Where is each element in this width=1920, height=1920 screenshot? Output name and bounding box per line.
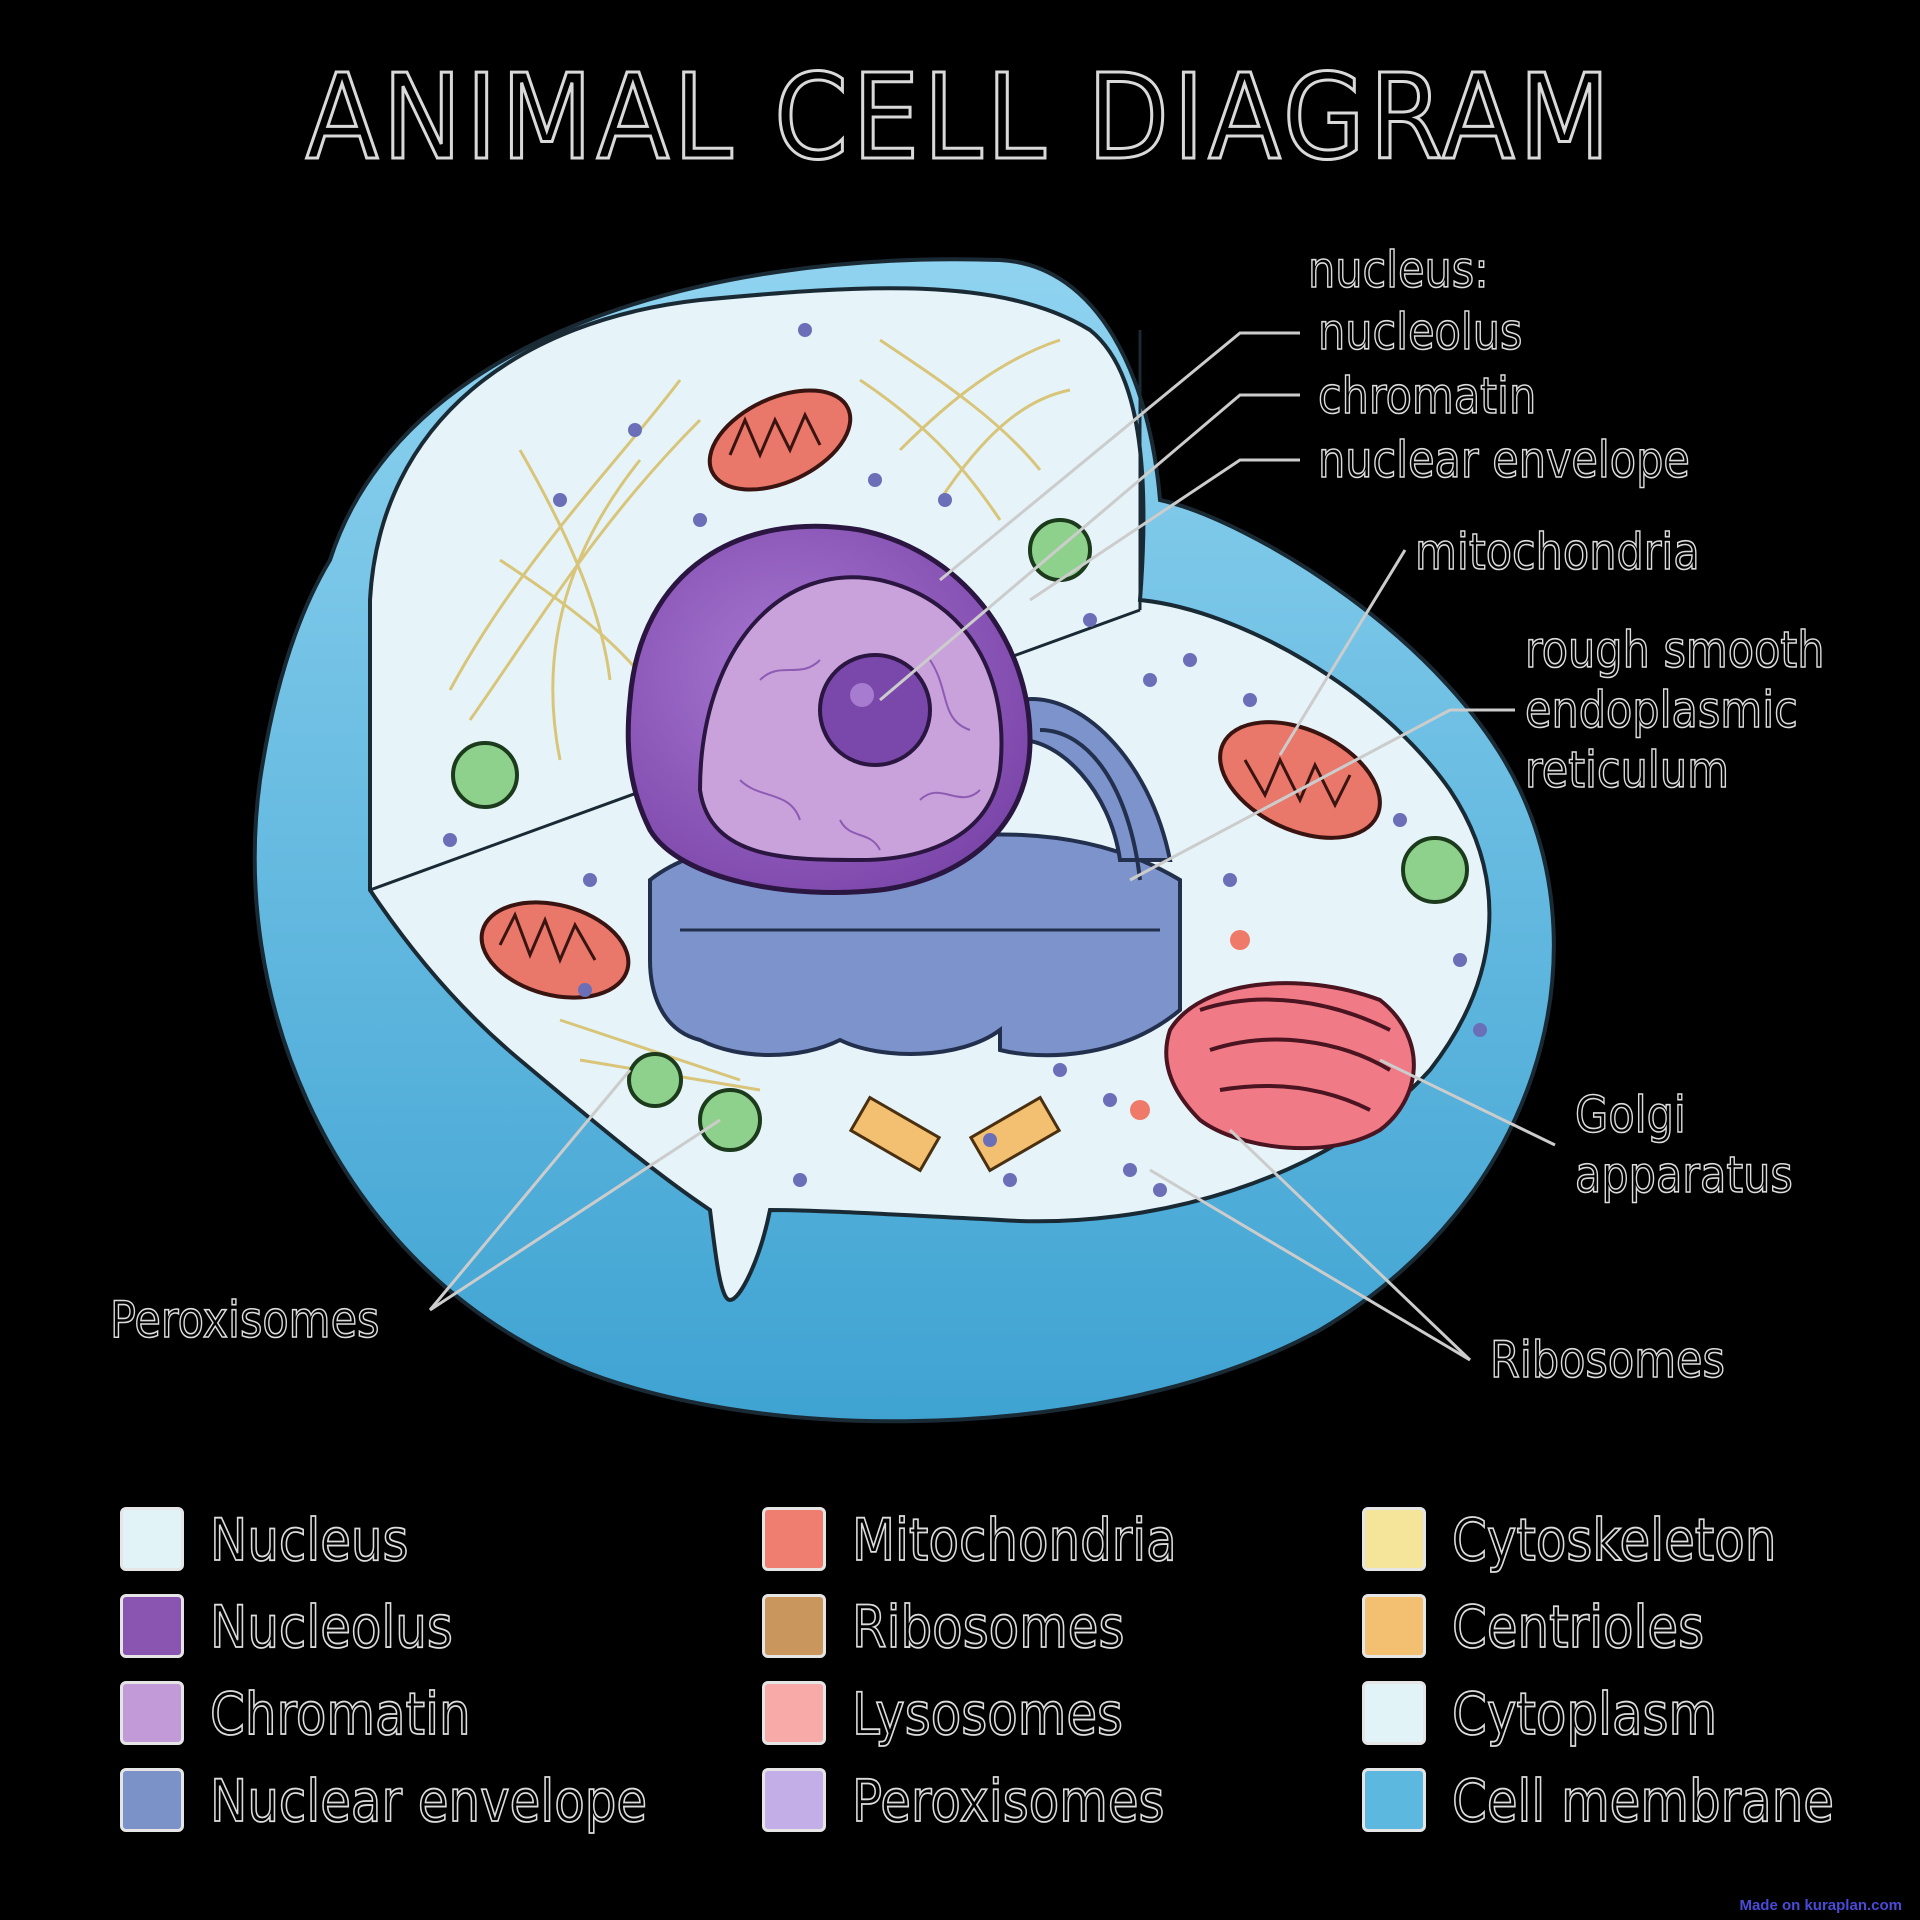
legend-swatch xyxy=(1362,1768,1426,1832)
label-er-line2: endoplasmic xyxy=(1524,680,1798,740)
golgi-apparatus xyxy=(1164,981,1416,1151)
legend-swatch xyxy=(120,1768,184,1832)
legend-label: Cytoskeleton xyxy=(1451,1505,1777,1575)
legend-label: Ribosomes xyxy=(851,1592,1125,1662)
legend-label: Mitochondria xyxy=(851,1505,1177,1575)
legend-label: Nucleolus xyxy=(209,1592,453,1662)
legend-label: Centrioles xyxy=(1451,1592,1705,1662)
centrioles xyxy=(848,1095,1062,1173)
legend-label: Nuclear envelope xyxy=(209,1766,648,1836)
legend-swatch xyxy=(120,1594,184,1658)
legend-label: Peroxisomes xyxy=(851,1766,1165,1836)
label-golgi-line2: apparatus xyxy=(1574,1145,1793,1205)
legend-label: Nucleus xyxy=(209,1505,409,1575)
leader-lines xyxy=(428,331,1556,1362)
legend-swatch xyxy=(762,1594,826,1658)
label-nucleolus: nucleolus xyxy=(1317,302,1523,362)
diagram-title: ANIMAL CELL DIAGRAM xyxy=(304,47,1615,188)
label-ribosomes: Ribosomes xyxy=(1489,1330,1725,1390)
legend-swatch xyxy=(762,1681,826,1745)
ribosomes xyxy=(443,323,1487,1197)
legend-label: Chromatin xyxy=(209,1679,471,1749)
label-nuclear-envelope: nuclear envelope xyxy=(1317,430,1690,490)
label-mitochondria: mitochondria xyxy=(1414,522,1700,582)
legend-swatch xyxy=(1362,1507,1426,1571)
legend-label: Lysosomes xyxy=(851,1679,1124,1749)
watermark: Made on kuraplan.com xyxy=(1739,1897,1902,1914)
label-er-line3: reticulum xyxy=(1524,740,1729,800)
legend-swatch xyxy=(120,1681,184,1745)
label-nucleus-header: nucleus: xyxy=(1307,240,1489,300)
label-chromatin: chromatin xyxy=(1317,366,1537,426)
legend-swatch xyxy=(1362,1594,1426,1658)
legend-swatch xyxy=(120,1507,184,1571)
legend-swatch xyxy=(762,1507,826,1571)
legend-label: Cytoplasm xyxy=(1451,1679,1718,1749)
label-golgi-line1: Golgi xyxy=(1574,1085,1686,1145)
legend-swatch xyxy=(1362,1681,1426,1745)
label-er-line1: rough smooth xyxy=(1524,620,1825,680)
legend-label: Cell membrane xyxy=(1451,1766,1835,1836)
label-peroxisomes: Peroxisomes xyxy=(109,1290,380,1350)
legend-swatch xyxy=(762,1768,826,1832)
